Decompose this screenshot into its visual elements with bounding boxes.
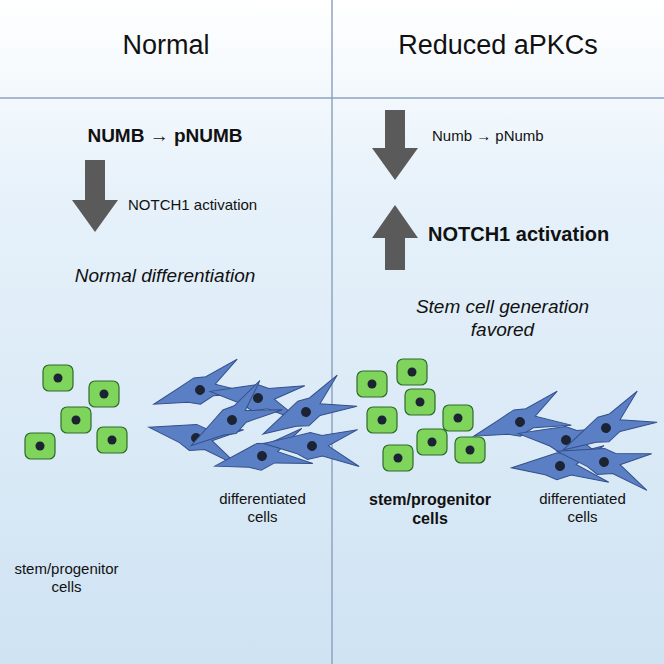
cell-illustration: [25, 358, 659, 493]
outcome-label: Normal differentiation: [40, 265, 290, 288]
stem-cell: [357, 371, 387, 397]
stem-cell: [405, 389, 435, 415]
differentiated-cell: [253, 372, 358, 441]
stem-cell: [443, 405, 473, 431]
stem-cell: [97, 427, 127, 453]
effect-label: NOTCH1 activation: [128, 196, 308, 214]
cell-label: differentiated cells: [525, 490, 640, 526]
differentiated-cell: [554, 423, 659, 492]
header-divider: [0, 97, 664, 99]
up-arrow: [372, 205, 418, 270]
stem-cell: [417, 429, 447, 455]
cell-label: stem/progenitor cells: [365, 490, 495, 528]
reaction-label: NUMB → pNUMB: [60, 125, 270, 148]
down-arrow: [372, 110, 418, 180]
stem-cell: [43, 365, 73, 391]
stem-cell: [367, 407, 397, 433]
stem-cell: [89, 381, 119, 407]
differentiated-cell: [262, 414, 365, 468]
panel-divider: [331, 0, 333, 664]
down-arrow: [72, 160, 118, 232]
stem-cell: [397, 359, 427, 385]
effect-label: NOTCH1 activation: [428, 222, 658, 246]
differentiated-cell: [178, 377, 283, 453]
stem-cell: [25, 433, 55, 459]
reaction-label: Numb → pNumb: [432, 127, 632, 145]
stem-cell: [455, 437, 485, 463]
differentiated-cell: [553, 388, 658, 457]
stem-cell: [383, 445, 413, 471]
cell-label: stem/progenitor cells: [4, 560, 129, 596]
stem-cell: [61, 407, 91, 433]
outcome-label: Stem cell generation favored: [405, 296, 600, 342]
cell-label: differentiated cells: [205, 490, 320, 526]
panel-heading: Normal: [0, 30, 332, 61]
panel-heading: Reduced aPKCs: [332, 30, 664, 61]
